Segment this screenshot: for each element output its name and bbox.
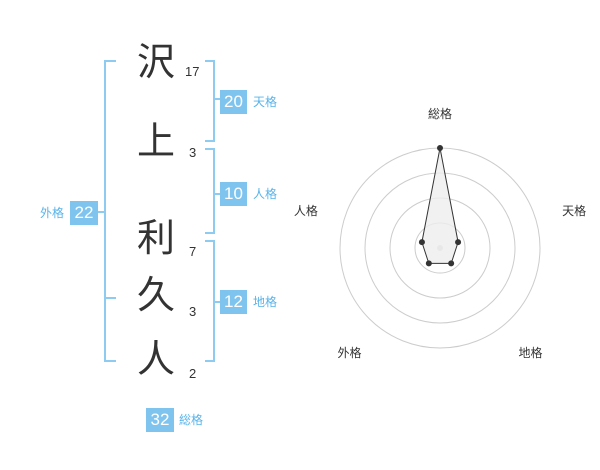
stroke-count-1: 17 [185, 64, 200, 79]
jinkaku-label: 人格 [253, 187, 278, 201]
chikaku-bracket-tick [215, 301, 221, 303]
stroke-count-5: 2 [189, 366, 197, 381]
radar-point-2 [455, 239, 462, 246]
radar-point-3 [448, 260, 455, 267]
radar-axis-label-2: 天格 [562, 203, 586, 218]
chikaku-label: 地格 [253, 295, 278, 309]
tenkaku-bracket-tick [215, 98, 221, 100]
tenkaku-bracket [205, 60, 215, 142]
radar-point-5 [418, 239, 425, 246]
jinkaku-bracket-tick [215, 193, 221, 195]
radar-axis-label-4: 外格 [337, 345, 361, 360]
chikaku-bracket [205, 240, 215, 362]
soukaku-value: 32 [146, 408, 174, 432]
gaikaku-bracket-tick [98, 211, 104, 213]
name-char-3: 利 [136, 216, 175, 260]
radar-point-4 [425, 260, 432, 267]
soukaku-label: 総格 [179, 413, 204, 427]
name-char-4: 久 [136, 273, 175, 317]
gaikaku-bracket-mid-tick [106, 297, 116, 299]
jinkaku-bracket [205, 148, 215, 234]
radar-axis-label-1: 総格 [428, 106, 452, 121]
tenkaku-value: 20 [220, 90, 247, 114]
stroke-count-3: 7 [189, 244, 197, 259]
stroke-count-4: 3 [189, 304, 197, 319]
radar-axis-label-5: 人格 [294, 203, 318, 218]
stroke-count-2: 3 [189, 145, 197, 160]
jinkaku-value: 10 [220, 182, 247, 206]
radar-area [421, 147, 459, 264]
chikaku-value: 12 [220, 290, 247, 314]
radar-point-1 [437, 145, 443, 151]
gaikaku-label: 外格 [40, 206, 65, 220]
name-char-2: 上 [136, 119, 175, 163]
gaikaku-bracket [104, 60, 116, 362]
name-char-1: 沢 [136, 40, 175, 84]
name-char-5: 人 [136, 337, 175, 381]
gaikaku-value: 22 [70, 201, 98, 225]
tenkaku-label: 天格 [253, 95, 278, 109]
radar-axis-label-3: 地格 [519, 345, 543, 360]
